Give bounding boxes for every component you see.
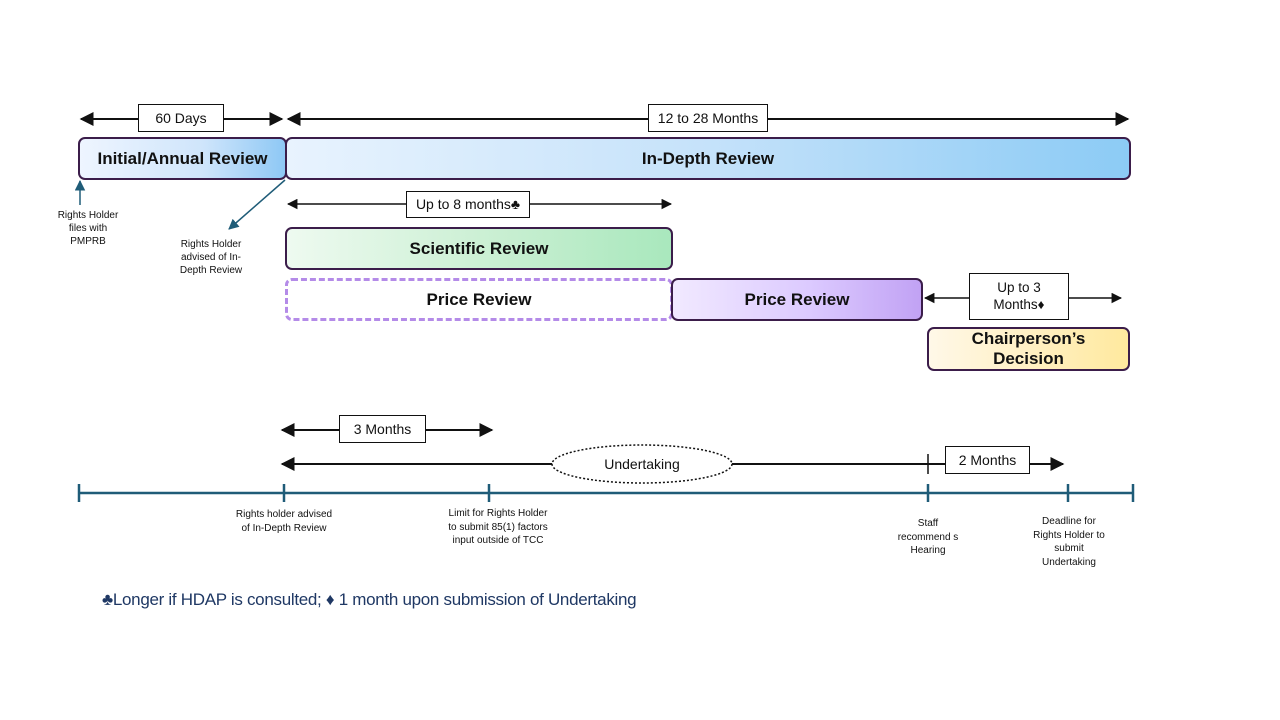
milestone-limit-85-1: Limit for Rights Holder to submit 85(1) …: [448, 508, 548, 546]
label-60-days: 60 Days: [138, 104, 224, 132]
stage-scientific-review: Scientific Review: [285, 227, 673, 270]
undertaking-ellipse: [551, 444, 733, 484]
label-undertaking: Undertaking: [604, 456, 680, 472]
milestone-deadline-undertaking: Deadline for Rights Holder to submit Und…: [1033, 516, 1105, 568]
footnote: ♣Longer if HDAP is consulted; ♦ 1 month …: [102, 590, 637, 609]
note-files-with-pmprb: Rights Holder files with PMPRB: [57, 210, 119, 247]
advised-in-depth-arrow: [228, 179, 286, 230]
note-advised-in-depth: Rights Holder advised of In-Depth Review: [179, 239, 243, 276]
label-up-to-8-months: Up to 8 months♣: [406, 191, 530, 218]
label-up-to-3-months: Up to 3 Months♦: [969, 273, 1069, 320]
stage-price-review: Price Review: [671, 278, 923, 321]
milestone-staff-hearing: Staff recommend s Hearing: [897, 518, 959, 556]
label-two-months: 2 Months: [945, 446, 1030, 474]
stage-price-review-dashed: Price Review: [285, 278, 673, 321]
stage-in-depth-review: In-Depth Review: [285, 137, 1131, 180]
stage-chairperson-decision: Chairperson’s Decision: [927, 327, 1130, 371]
label-12-28-months: 12 to 28 Months: [648, 104, 768, 132]
milestone-advised: Rights holder advised of In-Depth Review: [235, 509, 333, 534]
label-three-months: 3 Months: [339, 415, 426, 443]
stage-initial-review: Initial/Annual Review: [78, 137, 287, 180]
